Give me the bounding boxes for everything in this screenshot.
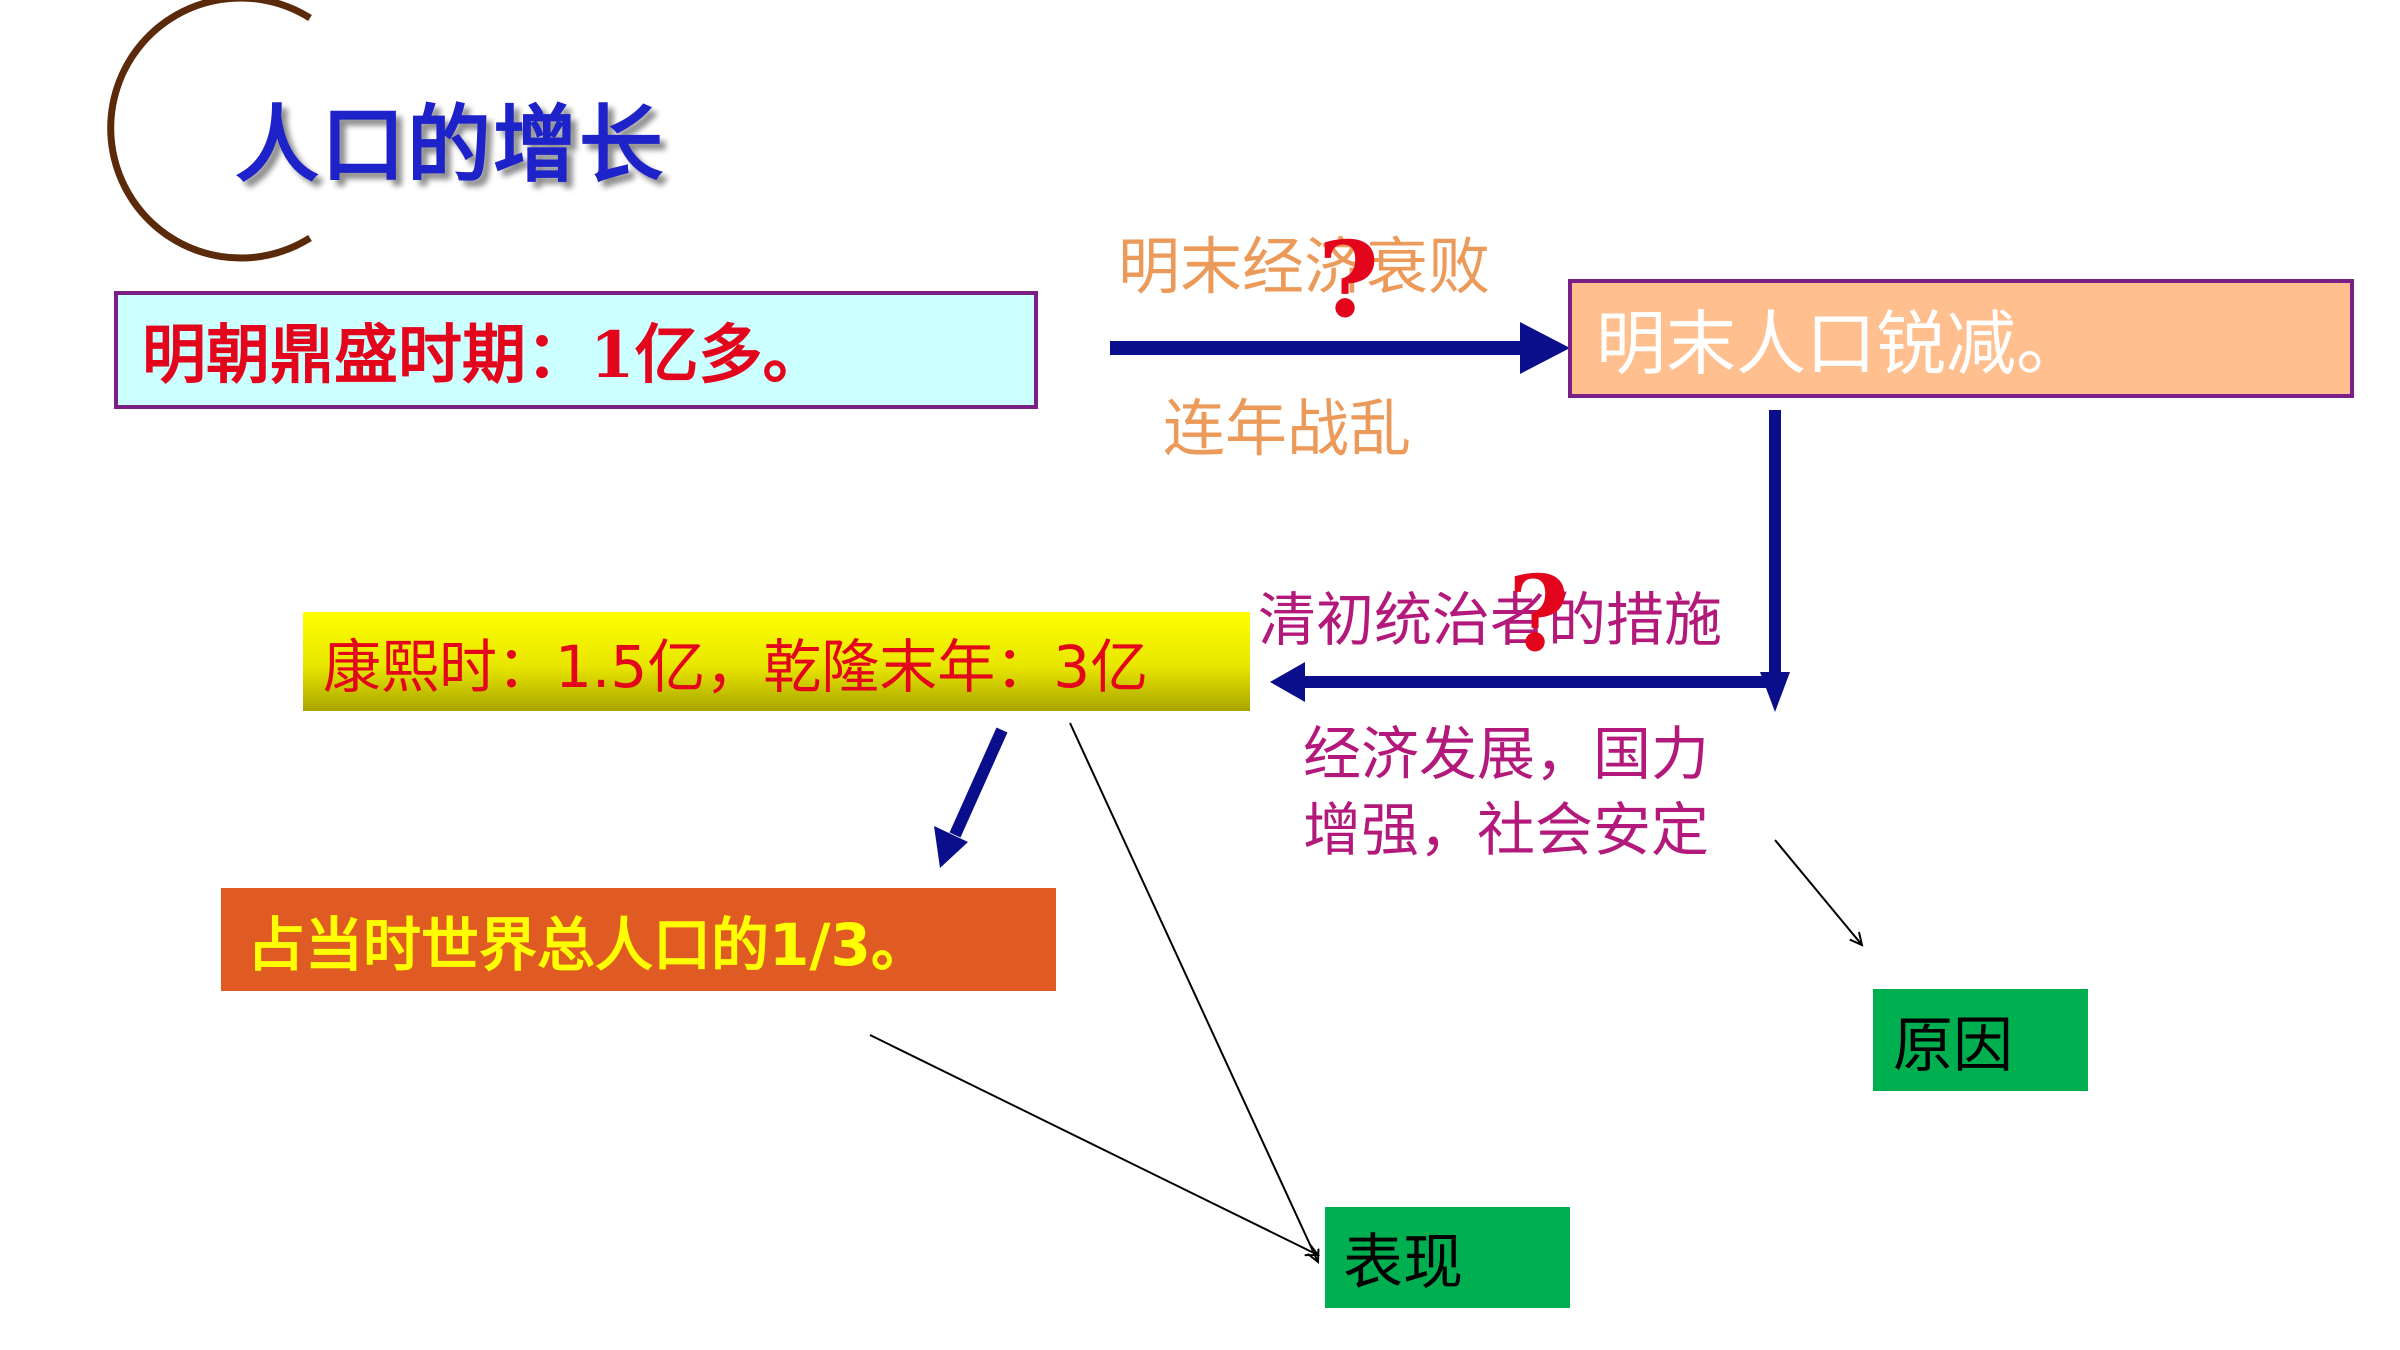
qing-population-box: 康熙时：1.5亿，乾隆末年：3亿 [303, 612, 1250, 711]
ming-peak-box: 明朝鼎盛时期：1亿多。 [114, 291, 1038, 409]
thin-arrow-to-manifestation-a [1069, 722, 1318, 1262]
label-ming-economy: 明末经济衰败 [1118, 230, 1491, 303]
qing-population-text: 康熙时：1.5亿，乾隆末年：3亿 [323, 632, 1149, 701]
thin-arrow-to-manifestation-b [869, 1034, 1318, 1255]
world-share-text: 占当时世界总人口的1/3。 [247, 910, 929, 979]
ming-decline-box: 明末人口锐减。 [1568, 279, 2354, 398]
cause-text: 原因 [1893, 1010, 2013, 1081]
label-qing-result-line2: 增强，社会安定 [1303, 796, 1710, 864]
arrow-ming-to-decline-head [1520, 322, 1570, 374]
cause-box: 原因 [1873, 989, 2088, 1091]
arrow-qing-to-share-shaft [949, 727, 1008, 838]
arrow-qing-to-share-head [934, 826, 968, 868]
label-qing-result-line1: 经济发展，国力 [1303, 720, 1710, 788]
page-title: 人口的增长 [235, 96, 666, 194]
label-wars: 连年战乱 [1163, 392, 1412, 465]
thin-arrow-to-cause [1774, 839, 1862, 945]
label-qing-measures: 清初统治者的措施 [1258, 586, 1723, 654]
world-share-box: 占当时世界总人口的1/3。 [221, 888, 1056, 991]
manifestation-box: 表现 [1325, 1207, 1570, 1308]
manifestation-text: 表现 [1343, 1228, 1463, 1298]
question-mark-1: ? [1318, 218, 1379, 341]
arrow-to-qing-head [1270, 662, 1305, 702]
decorative-arc [107, 0, 312, 262]
question-mark-2: ? [1508, 552, 1569, 675]
ming-peak-text: 明朝鼎盛时期：1亿多。 [142, 318, 827, 393]
ming-decline-text: 明末人口锐减。 [1596, 303, 2086, 385]
